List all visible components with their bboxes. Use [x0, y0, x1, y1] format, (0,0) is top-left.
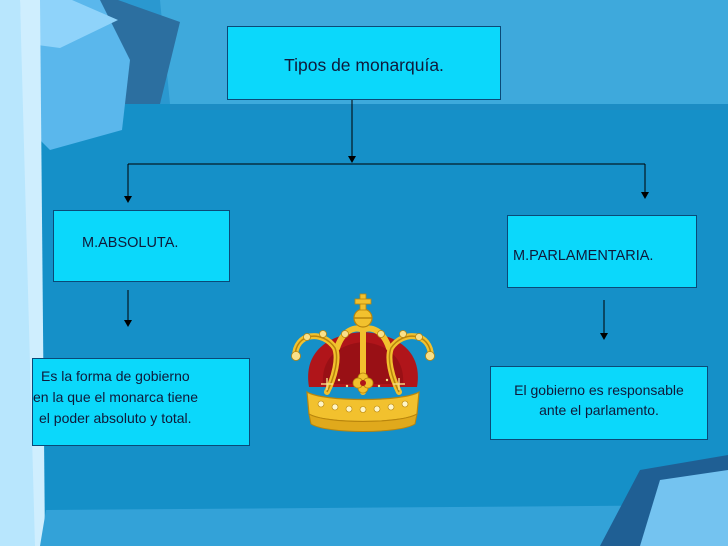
- absoluta-label: M.ABSOLUTA.: [82, 235, 179, 251]
- arrow-head-right-desc: [600, 333, 608, 340]
- absoluta-desc-line: en la que el monarca tiene: [33, 389, 198, 405]
- absoluta-box: M.ABSOLUTA.: [53, 210, 230, 282]
- parlamentaria-desc-line: El gobierno es responsable: [514, 382, 684, 398]
- absoluta-desc-line: Es la forma de gobierno: [41, 368, 190, 384]
- title-box: Tipos de monarquía.: [227, 26, 501, 100]
- parlamentaria-label: M.PARLAMENTARIA.: [513, 248, 654, 264]
- parlamentaria-box: M.PARLAMENTARIA.: [507, 215, 697, 288]
- absoluta-description-box: Es la forma de gobierno en la que el mon…: [32, 358, 250, 446]
- title-text: Tipos de monarquía.: [284, 55, 444, 75]
- parlamentaria-desc-line: ante el parlamento.: [539, 402, 659, 418]
- parlamentaria-description-box: El gobierno es responsable ante el parla…: [490, 366, 708, 440]
- crown-icon: [291, 293, 435, 432]
- absoluta-desc-line: el poder absoluto y total.: [39, 410, 192, 426]
- arrow-head-title: [348, 156, 356, 163]
- arrow-head-left-desc: [124, 320, 132, 327]
- arrow-head-left: [124, 196, 132, 203]
- arrow-head-right: [641, 192, 649, 199]
